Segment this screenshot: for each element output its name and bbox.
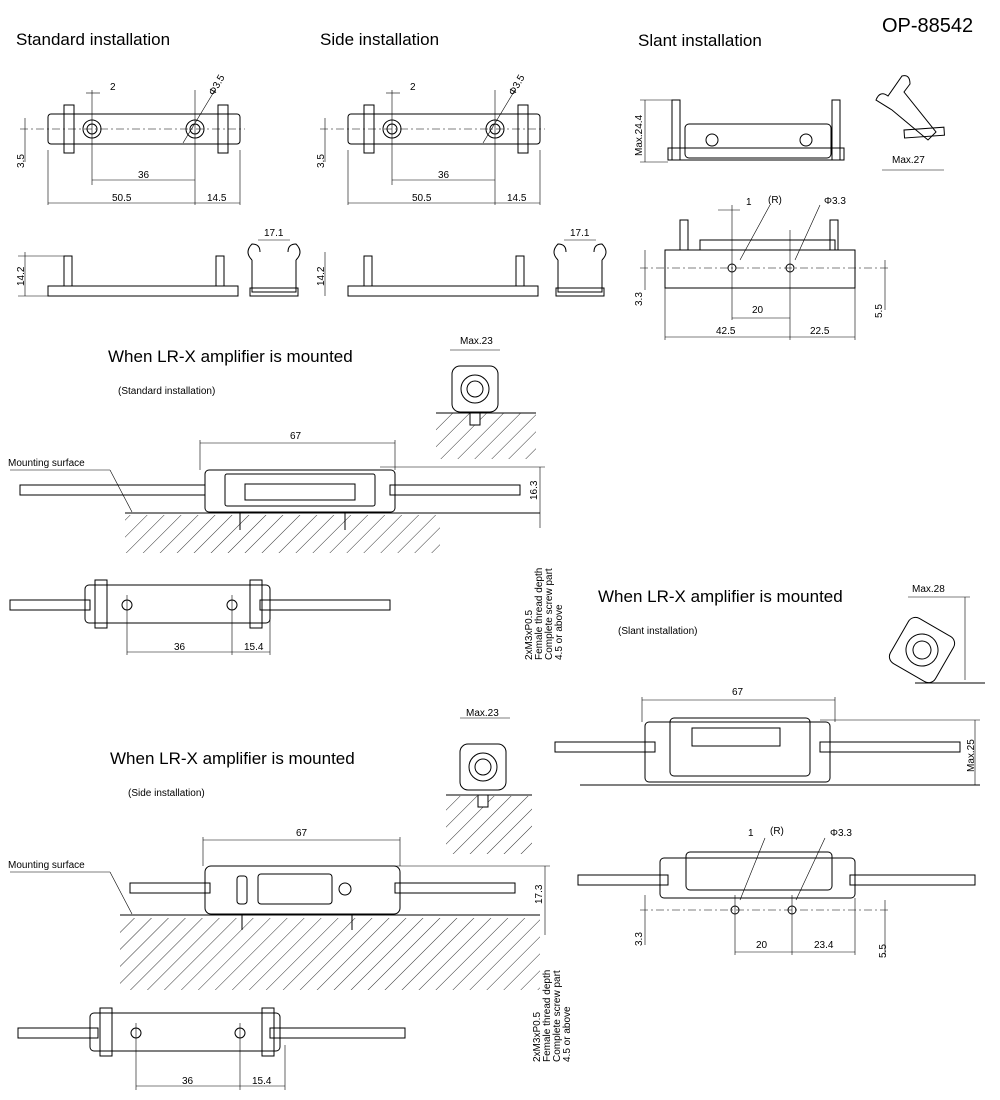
side-side-view	[324, 252, 539, 297]
note-2-line-3: Complete screw part	[552, 970, 563, 1062]
dim-slant-h1: 3.3	[634, 292, 645, 306]
note-1-line-1: 2xM3xP0.5	[524, 610, 535, 660]
slant-front-view	[640, 99, 845, 163]
dim-amp-side-h: 17.3	[534, 884, 545, 904]
dim-amp-side-pitch: 36	[182, 1076, 194, 1087]
dim-amp-std-pitch: 36	[174, 642, 186, 653]
amp-standard-bottom-view	[9, 579, 391, 655]
mounting-surface-label-2: Mounting surface	[8, 860, 85, 871]
title-standard-installation: Standard installation	[16, 30, 170, 49]
dim-amp-std-max: Max.23	[460, 336, 493, 347]
dim-std-len: 50.5	[112, 193, 132, 204]
dim-amp-std-h: 16.3	[529, 480, 540, 500]
dim-amp-slant-gap: 1	[748, 828, 754, 839]
dim-side-pitch: 36	[438, 170, 450, 181]
amp-standard-front-view	[10, 440, 545, 553]
dim-amp-side-max: Max.23	[466, 708, 499, 719]
dim-amp-slant-max: Max.28	[912, 584, 945, 595]
dim-amp-slant-pitch: 20	[756, 940, 768, 951]
slant-clip-view	[875, 75, 945, 171]
note-1-line-2: Female thread depth	[534, 568, 545, 660]
amp-side-bottom-view	[17, 1007, 406, 1090]
dim-amp-slant-len: 67	[732, 687, 744, 698]
dim-amp-slant-h1: 3.3	[634, 932, 645, 946]
dim-slant-pitch: 20	[752, 305, 764, 316]
standard-clip-view	[247, 239, 301, 297]
dim-slant-hole: Φ3.3	[824, 196, 846, 207]
dim-slant-gap: 1	[746, 197, 752, 208]
dim-slant-h2: 5.5	[874, 304, 885, 318]
amp-side-end-view	[446, 717, 532, 854]
title-slant-installation: Slant installation	[638, 31, 762, 50]
title-side-installation: Side installation	[320, 30, 439, 49]
title-amp-standard: When LR-X amplifier is mounted	[108, 347, 353, 366]
thread-note-1: 2xM3xP0.5 Female thread depth Complete s…	[524, 568, 565, 660]
note-1-line-4: 4.5 or above	[554, 604, 565, 660]
subtitle-amp-slant: (Slant installation)	[618, 626, 697, 637]
dim-side-gap: 2	[410, 82, 416, 93]
side-top-view	[320, 89, 545, 205]
dim-slant-maxw: Max.27	[892, 155, 925, 166]
dim-std-pitch: 36	[138, 170, 150, 181]
dim-amp-slant-h: Max.25	[966, 739, 977, 772]
dim-std-gap: 2	[110, 82, 116, 93]
slant-bottom-view	[640, 204, 890, 340]
dim-side-end: 14.5	[507, 193, 527, 204]
dim-amp-slant-end: 23.4	[814, 940, 834, 951]
dim-amp-side-end: 15.4	[252, 1076, 272, 1087]
note-2-line-2: Female thread depth	[542, 970, 553, 1062]
subtitle-amp-standard: (Standard installation)	[118, 386, 215, 397]
dim-slant-maxh: Max.24.4	[634, 114, 645, 156]
dim-side-height: 3.5	[316, 154, 327, 168]
dim-slant-len: 42.5	[716, 326, 736, 337]
part-number: OP-88542	[882, 15, 973, 37]
note-2-line-1: 2xM3xP0.5	[532, 1012, 543, 1062]
standard-top-view	[20, 89, 245, 205]
title-amp-slant: When LR-X amplifier is mounted	[598, 587, 843, 606]
subtitle-amp-side: (Side installation)	[128, 788, 205, 799]
dim-amp-slant-h2: 5.5	[878, 944, 889, 958]
dim-side-hole: Φ3.5	[507, 73, 528, 98]
mounting-surface-label-1: Mounting surface	[8, 458, 85, 469]
dim-std-clip-w: 17.1	[264, 228, 284, 239]
dim-amp-side-len: 67	[296, 828, 308, 839]
note-2-line-4: 4.5 or above	[562, 1006, 573, 1062]
standard-side-view	[18, 252, 239, 297]
amp-side-front-view	[10, 837, 550, 990]
side-clip-view	[553, 239, 607, 297]
dim-side-side-h: 14.2	[316, 266, 327, 286]
dim-std-side-h: 14.2	[16, 266, 27, 286]
dim-amp-slant-hole: Φ3.3	[830, 828, 852, 839]
thread-note-2: 2xM3xP0.5 Female thread depth Complete s…	[532, 970, 573, 1062]
dim-side-clip-w: 17.1	[570, 228, 590, 239]
dim-amp-std-end: 15.4	[244, 642, 264, 653]
amp-standard-end-view	[436, 349, 536, 459]
dim-std-hole: Φ3.5	[207, 73, 228, 98]
note-1-line-3: Complete screw part	[544, 568, 555, 660]
dim-slant-r: (R)	[768, 195, 782, 206]
dim-amp-slant-r: (R)	[770, 826, 784, 837]
amp-slant-bottom-view	[577, 837, 976, 955]
title-amp-side: When LR-X amplifier is mounted	[110, 749, 355, 768]
dim-std-height: 3.5	[16, 154, 27, 168]
amp-slant-front-view	[554, 697, 980, 786]
amp-slant-end-view	[888, 596, 985, 684]
dim-std-end: 14.5	[207, 193, 227, 204]
dim-amp-std-len: 67	[290, 431, 302, 442]
dim-slant-end: 22.5	[810, 326, 830, 337]
dim-side-len: 50.5	[412, 193, 432, 204]
